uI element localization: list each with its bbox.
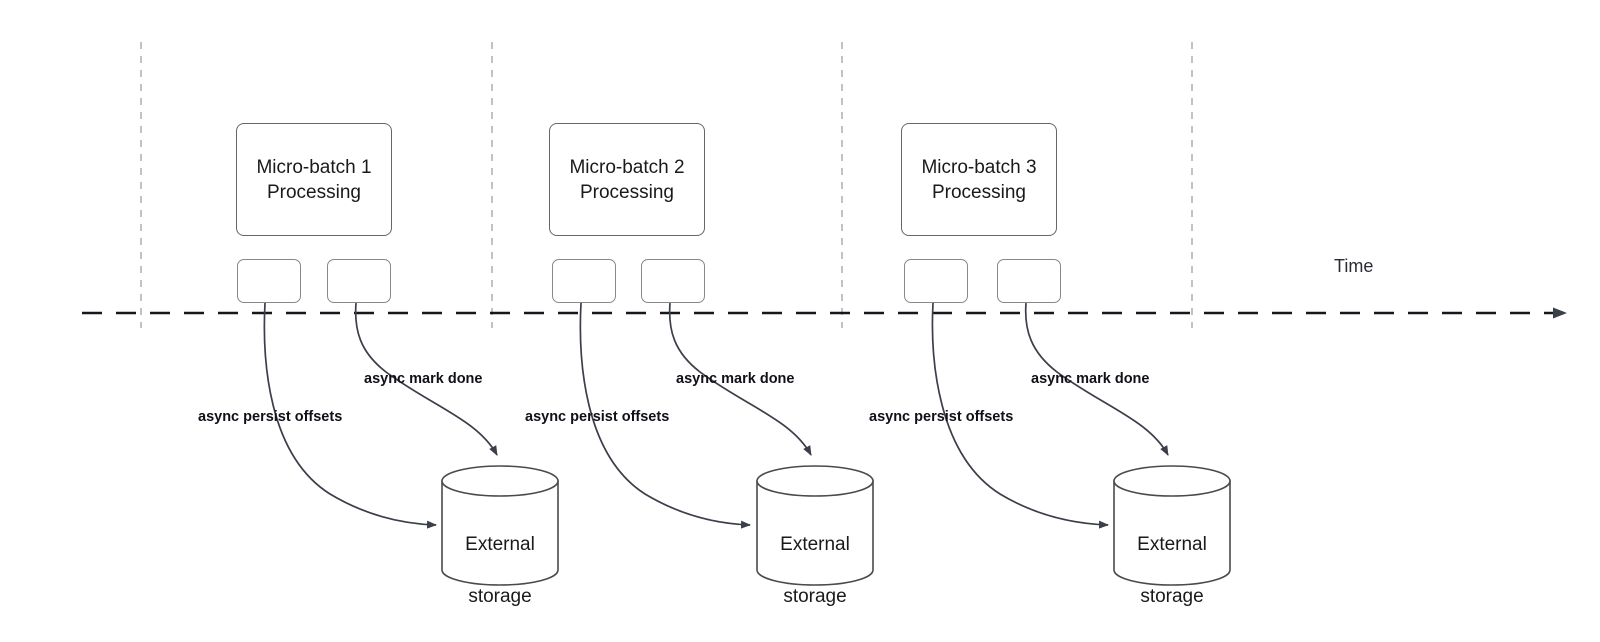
group-1-tick-box-mark[interactable]: [327, 259, 391, 303]
storage-cylinder-3: [1113, 465, 1231, 586]
group-1-storage-line1: External: [465, 534, 535, 555]
edge-mark-done-3: [1024, 302, 1169, 456]
group-2-edges: [579, 302, 812, 529]
edge-persist-offsets-1: [263, 302, 437, 529]
group-2-label-async-mark-done: async mark done: [676, 371, 795, 387]
group-2-storage-label: External storage: [757, 506, 873, 610]
group-1-storage-line2: storage: [468, 586, 532, 607]
group-2-tick-box-mark[interactable]: [641, 259, 705, 303]
group-2-label-async-persist-offsets: async persist offsets: [525, 409, 670, 425]
group-3-storage-line1: External: [1137, 534, 1207, 555]
edge-persist-offsets-3: [931, 302, 1109, 529]
group-1-tick-box-persist[interactable]: [237, 259, 301, 303]
group-2-storage-line2: storage: [783, 586, 847, 607]
time-axis-label: Time: [1334, 256, 1374, 276]
group-1-label-async-mark-done: async mark done: [364, 371, 483, 387]
group-3-tick-box-mark[interactable]: [997, 259, 1061, 303]
group-1-label-async-persist-offsets: async persist offsets: [198, 409, 343, 425]
group-3-tick-box-persist[interactable]: [904, 259, 968, 303]
group-1-storage-label: External storage: [442, 506, 558, 610]
group-3-storage-line2: storage: [1140, 586, 1204, 607]
storage-cylinder-2: [756, 465, 874, 586]
storage-cylinder-1: [441, 465, 559, 586]
group-2-tick-box-persist[interactable]: [552, 259, 616, 303]
group-3-label-async-mark-done: async mark done: [1031, 371, 1150, 387]
group-3-edges: [931, 302, 1169, 529]
edge-mark-done-1: [354, 302, 498, 456]
group-3-label-async-persist-offsets: async persist offsets: [869, 409, 1014, 425]
group-3-storage-label: External storage: [1114, 506, 1230, 610]
group-1-edges: [263, 302, 498, 529]
edge-persist-offsets-2: [579, 302, 751, 529]
guide-lines: [140, 42, 1193, 328]
group-2-storage-line1: External: [780, 534, 850, 555]
edge-mark-done-2: [668, 302, 812, 456]
